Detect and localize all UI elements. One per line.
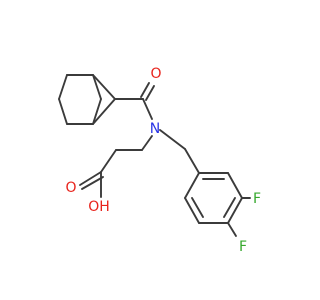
bicyclohexane-ring <box>58 74 116 125</box>
bond-benzene-inner-2 <box>223 197 236 218</box>
bond-c-f-lower <box>227 222 237 237</box>
bond-ring-2 <box>92 74 102 100</box>
bond-carbonyl-to-n <box>142 98 153 120</box>
atom-label-acid-carbonyl-oxygen: O <box>65 180 76 196</box>
atom-label-acid-hydroxyl: OH <box>88 199 110 215</box>
bond-n-to-benzyl-ch2 <box>159 129 186 150</box>
atom-label-carbonyl-oxygen: O <box>150 66 161 82</box>
bond-cyclopropane-1 <box>92 74 116 100</box>
bond-benzene-3 <box>227 197 243 224</box>
bond-cyclopropane-2 <box>92 98 116 125</box>
atom-label-fluorine-upper: F <box>253 191 261 207</box>
bond-carbonyl-double-a <box>140 82 150 98</box>
difluorophenyl-ring <box>184 172 243 224</box>
bond-benzene-2 <box>227 172 243 199</box>
bond-benzene-5 <box>184 197 200 224</box>
bond-ring-6 <box>58 74 68 100</box>
bond-acid-double-a <box>79 171 102 186</box>
bond-acid-double-b <box>81 176 104 190</box>
bond-ring-3 <box>92 98 102 125</box>
bond-benzene-6 <box>184 172 200 199</box>
bond-benzene-inner-3 <box>191 197 204 218</box>
bond-chain-2 <box>100 149 117 173</box>
molecule-structure-diagram: O N O OH F F <box>58 66 261 255</box>
atom-label-fluorine-lower: F <box>239 239 247 255</box>
bond-ring-5 <box>58 98 68 125</box>
bond-ch2-to-ring <box>184 148 200 174</box>
bond-n-to-ch2-chain <box>141 135 153 151</box>
bond-carbonyl-double-b <box>145 85 155 101</box>
atom-label-amide-nitrogen: N <box>150 121 160 137</box>
